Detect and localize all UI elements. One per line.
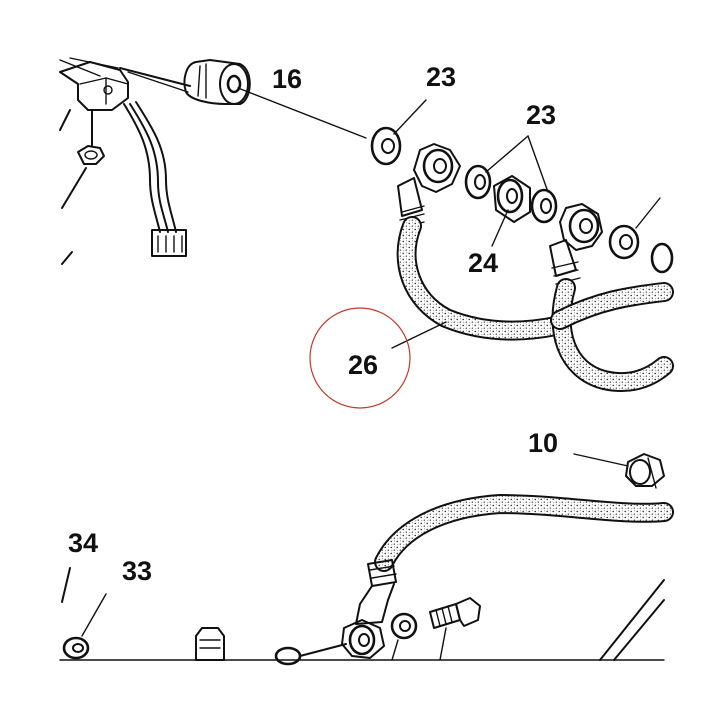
- label-24: 24: [468, 248, 498, 278]
- label-26: 26: [348, 350, 378, 380]
- solenoid-body: [183, 59, 251, 105]
- bleeder-plug: [625, 453, 665, 489]
- leader-23b-1: [485, 135, 529, 173]
- leader-24: [491, 209, 509, 247]
- leader-16: [237, 87, 367, 139]
- brake-hose-lower: [274, 493, 674, 666]
- leader-23b-2: [527, 135, 549, 193]
- highlight-circle-26: [309, 307, 411, 409]
- leader-26: [391, 321, 447, 349]
- label-16: 16: [272, 64, 302, 94]
- bottom-left-parts: [61, 567, 225, 661]
- label-34: 34: [68, 528, 98, 558]
- leader-10: [573, 453, 629, 467]
- label-23-left: 23: [426, 62, 456, 92]
- brake-hose-upper: [396, 177, 674, 393]
- sensor-bracket-assembly: [59, 57, 191, 265]
- leader-right: [635, 197, 661, 229]
- label-10: 10: [528, 428, 558, 458]
- leader-23a: [393, 99, 427, 135]
- label-33: 33: [122, 556, 152, 586]
- label-23-right: 23: [526, 100, 556, 130]
- banjo-fitting-chain: [370, 126, 674, 274]
